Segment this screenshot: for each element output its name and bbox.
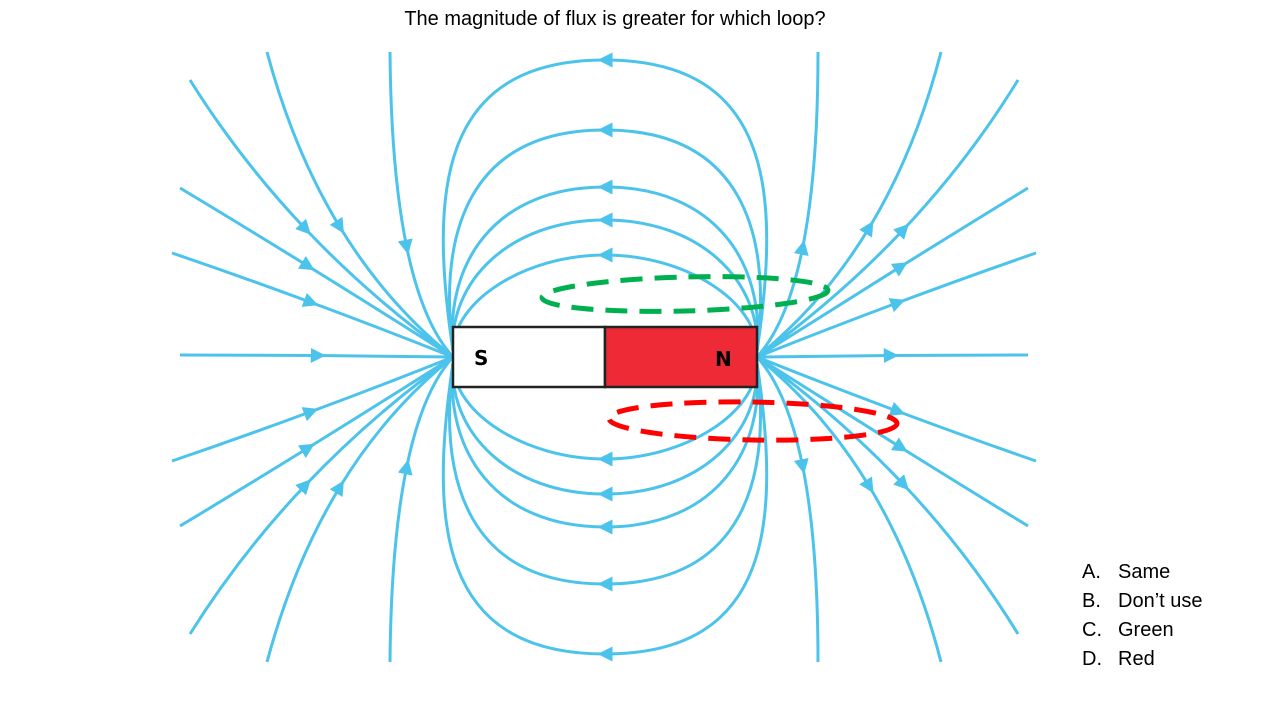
field-line [756, 251, 1037, 359]
choice-b[interactable]: B. Don’t use [1082, 587, 1203, 616]
field-line [441, 362, 769, 662]
south-label: S [474, 346, 488, 370]
question-title: The magnitude of flux is greater for whi… [404, 8, 826, 30]
field-line [179, 347, 454, 363]
field-line [755, 51, 820, 359]
choice-letter: A. [1082, 561, 1101, 583]
choice-c[interactable]: C. Green [1082, 616, 1203, 645]
field-line [755, 355, 820, 663]
field-line [265, 355, 454, 663]
choice-a[interactable]: A. Same [1082, 558, 1203, 587]
field-line [388, 355, 455, 663]
bar-magnet: S N [451, 325, 759, 389]
field-line [451, 362, 759, 467]
field-line [265, 51, 454, 359]
answer-choices: A. Same B. Don’t use C. Green D. Red [1082, 558, 1203, 674]
field-line [756, 186, 1029, 359]
field-lines [171, 51, 1037, 663]
red-loop [606, 399, 900, 443]
field-line [756, 79, 1020, 359]
field-line [756, 348, 1029, 364]
field-line [451, 212, 759, 352]
field-line [448, 362, 762, 592]
north-pole [603, 325, 759, 389]
field-line [188, 79, 454, 359]
choice-text: Don’t use [1118, 590, 1203, 612]
field-line [756, 51, 943, 359]
field-line [451, 362, 759, 502]
field-line [171, 251, 454, 359]
choice-text: Red [1118, 648, 1155, 670]
field-line [179, 186, 454, 359]
south-pole [451, 325, 607, 389]
green-loop [539, 274, 831, 314]
choice-text: Same [1118, 561, 1171, 583]
field-line [179, 355, 454, 528]
field-line [756, 355, 943, 663]
choice-letter: D. [1082, 648, 1102, 670]
field-line [188, 355, 454, 635]
north-label: N [715, 347, 732, 371]
choice-text: Green [1118, 619, 1174, 641]
field-line [388, 51, 455, 359]
field-line [450, 179, 760, 352]
field-line [441, 52, 769, 352]
field-line [756, 355, 1029, 528]
choice-d[interactable]: D. Red [1082, 645, 1203, 674]
field-line [448, 122, 762, 352]
field-line [756, 355, 1020, 635]
field-line [756, 355, 1037, 463]
field-line [451, 247, 759, 352]
choice-letter: C. [1082, 619, 1102, 641]
field-line [171, 355, 454, 463]
choice-letter: B. [1082, 590, 1101, 612]
